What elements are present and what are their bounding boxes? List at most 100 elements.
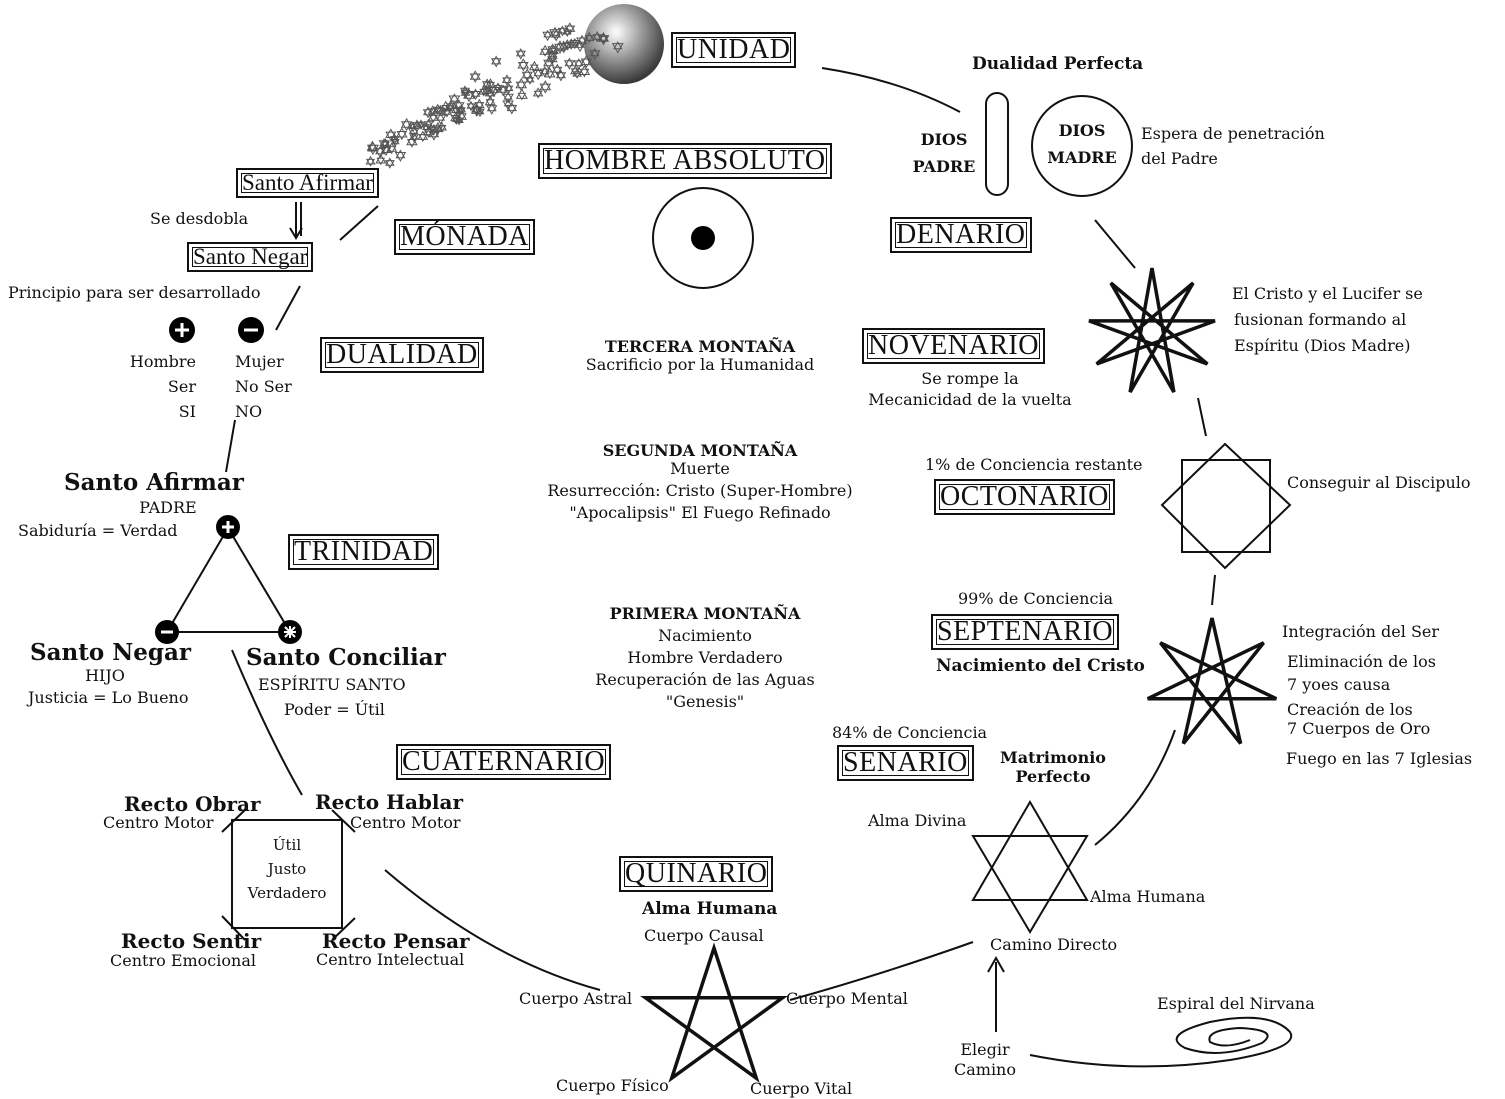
- trail-star-icon: [521, 71, 533, 82]
- trail-star-icon: [428, 114, 438, 123]
- trail-star-icon: [432, 121, 444, 132]
- cuaternario-inner-item: Útil: [272, 836, 302, 854]
- trail-star-icon: [479, 88, 489, 97]
- cuaternario-pensar-title: Recto Pensar: [322, 929, 470, 953]
- trail-star-icon: [589, 50, 601, 61]
- trail-star-icon: [460, 90, 471, 99]
- connector-senario-quinario: [789, 941, 974, 1001]
- level-denario: DENARIO: [890, 217, 1032, 254]
- trail-star-icon: [481, 81, 493, 91]
- connector-octonario-septenario: [1211, 574, 1216, 606]
- trail-star-icon: [390, 136, 400, 145]
- trail-star-icon: [550, 31, 562, 42]
- level-senario: SENARIO: [837, 745, 974, 782]
- trail-star-icon: [422, 125, 435, 136]
- trail-star-icon: [470, 91, 481, 100]
- trail-star-icon: [539, 68, 550, 78]
- trail-star-icon: [384, 160, 395, 169]
- septenario-notes: Integración del Ser Eliminación de los 7…: [1282, 620, 1472, 771]
- septenario-star: [1146, 617, 1278, 745]
- trail-star-icon: [579, 68, 590, 78]
- cuaternario-inner-item: Verdadero: [247, 884, 327, 902]
- hombre-absoluto-circle: [652, 187, 754, 289]
- cuaternario-obrar-title: Recto Obrar: [124, 792, 261, 816]
- trail-star-icon: [515, 48, 526, 57]
- trail-star-icon: [548, 44, 559, 54]
- level-unidad: UNIDAD: [671, 32, 797, 69]
- trail-star-icon: [493, 84, 503, 93]
- dios-madre-label: DIOS MADRE: [1037, 117, 1127, 171]
- trail-star-icon: [574, 58, 584, 67]
- tercera-montana-line: Sacrificio por la Humanidad: [585, 355, 815, 375]
- trail-star-icon: [552, 66, 563, 76]
- trail-star-icon: [481, 85, 492, 94]
- level-cuaternario: CUATERNARIO: [396, 744, 612, 781]
- senario-triangle-up: [971, 800, 1089, 901]
- cuaternario-sentir-title: Recto Sentir: [121, 929, 262, 953]
- dualidad-right-item: NO: [235, 402, 263, 421]
- connector-cuaternario-quinario: [384, 869, 601, 991]
- trail-star-icon: [452, 102, 465, 113]
- dualidad-markers: [169, 317, 264, 343]
- trail-star-icon: [422, 106, 434, 116]
- denario-espera: Espera de penetración del Padre: [1141, 121, 1325, 171]
- trail-star-icon: [555, 69, 566, 79]
- trinidad-negar-sub: HIJO: [85, 666, 125, 685]
- trail-star-icon: [533, 67, 543, 77]
- segunda-montana-line: "Apocalipsis" El Fuego Refinado: [569, 503, 831, 522]
- trail-star-icon: [441, 105, 453, 115]
- senario-camino-directo: Camino Directo: [990, 935, 1118, 954]
- senario-alma-divina: Alma Divina: [868, 811, 967, 830]
- primera-montana-line: "Genesis": [665, 692, 745, 711]
- cuaternario-inner-item: Justo: [267, 860, 307, 878]
- trail-star-icon: [435, 107, 446, 117]
- octonario-square-b: [1160, 442, 1292, 570]
- trail-star-icon: [572, 68, 582, 77]
- senario-elegir-line: Elegir: [960, 1040, 1010, 1059]
- trail-star-icon: [543, 56, 555, 67]
- trail-star-icon: [506, 102, 517, 112]
- quinario-alma: Alma Humana: [642, 899, 778, 919]
- trail-star-icon: [611, 43, 624, 54]
- trail-star-icon: [584, 35, 594, 44]
- trail-star-icon: [553, 40, 566, 51]
- trail-star-icon: [450, 111, 462, 122]
- cuaternario-square: [231, 819, 343, 929]
- trail-star-icon: [417, 130, 429, 140]
- trail-star-icon: [515, 50, 526, 60]
- trail-star-icon: [390, 139, 400, 147]
- trinidad-conciliar-title: Santo Conciliar: [246, 644, 446, 671]
- trinidad-afirmar-desc: Sabiduría = Verdad: [18, 521, 178, 540]
- trail-star-icon: [576, 37, 589, 48]
- trail-star-icon: [530, 64, 539, 73]
- trail-star-icon: [469, 70, 481, 80]
- connector-afirmar-negar: [339, 205, 379, 241]
- connector-denario-novenario: [1094, 219, 1136, 269]
- quinario-mental: Cuerpo Mental: [786, 989, 908, 1008]
- trail-star-icon: [466, 100, 476, 109]
- trail-star-icon: [539, 65, 550, 75]
- novenario-note-line: El Cristo y el Lucifer se: [1232, 284, 1423, 303]
- trail-star-icon: [375, 153, 387, 164]
- segunda-montana-line: Muerte: [670, 459, 730, 478]
- trail-star-icon: [381, 141, 390, 150]
- cuaternario-obrar-sub: Centro Motor: [103, 813, 214, 832]
- trail-star-icon: [515, 81, 527, 92]
- trail-star-icon: [539, 44, 551, 55]
- trail-star-icon: [395, 127, 408, 138]
- trail-star-icon: [501, 74, 512, 83]
- trail-star-icon: [418, 134, 428, 143]
- trail-star-icon: [366, 140, 379, 151]
- monada-santo-afirmar: Santo Afirmar: [236, 168, 379, 199]
- trail-star-icon: [422, 109, 434, 119]
- segunda-montana-title: SEGUNDA MONTAÑA: [602, 441, 798, 460]
- octonario-conciencia: 1% de Conciencia restante: [925, 455, 1143, 474]
- trail-star-icon: [502, 100, 514, 111]
- trail-star-icon: [416, 121, 426, 130]
- trail-star-icon: [573, 60, 585, 70]
- trail-star-icon: [400, 117, 413, 128]
- trinidad-afirmar-sub: PADRE: [139, 498, 197, 517]
- trail-star-icon: [466, 103, 476, 112]
- trail-star-icon: [491, 55, 502, 65]
- primera-montana-line: Nacimiento: [658, 626, 752, 645]
